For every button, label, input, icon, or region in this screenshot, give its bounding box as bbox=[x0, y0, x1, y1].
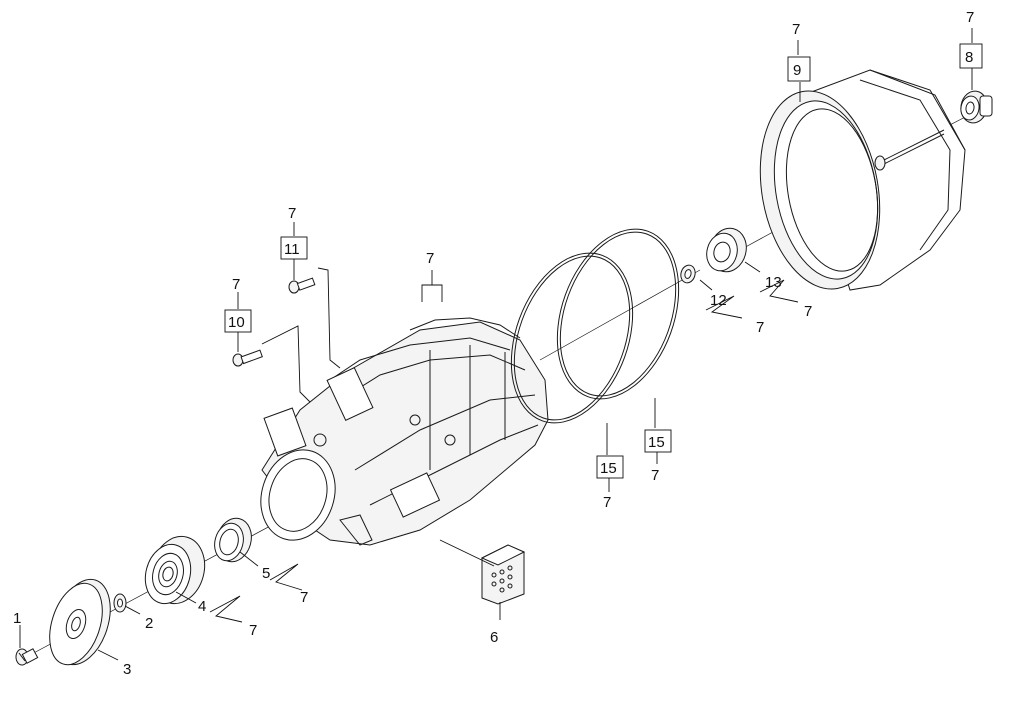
callout-15a: 15 bbox=[600, 460, 617, 477]
o-ring-part-15b bbox=[556, 228, 680, 400]
rear-cover-part-9 bbox=[759, 69, 966, 291]
callout-5: 5 bbox=[262, 565, 270, 582]
callout-5-sub: 7 bbox=[300, 589, 308, 606]
callout-7-housing: 7 bbox=[426, 250, 434, 267]
callout-4: 4 bbox=[198, 598, 206, 615]
leader-lines bbox=[19, 28, 973, 661]
callout-6: 6 bbox=[490, 629, 498, 646]
callout-13-sub: 7 bbox=[804, 303, 812, 320]
o-ring-part-15a bbox=[510, 252, 634, 424]
callout-12: 12 bbox=[710, 292, 727, 309]
callout-labels: 1 2 3 4 7 5 7 6 7 7 9 7 8 7 11 7 10 12 7… bbox=[13, 9, 974, 678]
callout-8: 8 bbox=[965, 49, 973, 66]
callout-15a-sub: 7 bbox=[603, 494, 611, 511]
screw-part-11 bbox=[288, 277, 316, 294]
callout-10: 10 bbox=[228, 314, 245, 331]
callout-10-top: 7 bbox=[232, 276, 240, 293]
connector-block-part-6 bbox=[480, 544, 526, 605]
callout-12-sub: 7 bbox=[756, 319, 764, 336]
callout-2: 2 bbox=[145, 615, 153, 632]
block-holes bbox=[491, 565, 513, 593]
seal-ring-part-5 bbox=[214, 517, 252, 563]
callout-8-top: 7 bbox=[966, 9, 974, 26]
callout-4-sub: 7 bbox=[249, 622, 257, 639]
washer-part-2 bbox=[113, 593, 127, 613]
bearing-part-13 bbox=[706, 227, 747, 273]
callout-3: 3 bbox=[123, 661, 131, 678]
bearing-part-4 bbox=[144, 535, 206, 605]
cap-part-8 bbox=[960, 90, 993, 124]
reference-boxes bbox=[224, 43, 983, 479]
callout-9-top: 7 bbox=[792, 21, 800, 38]
screw-part-10 bbox=[232, 349, 263, 367]
callout-11: 11 bbox=[284, 241, 300, 258]
callout-11-top: 7 bbox=[288, 205, 296, 222]
cover-disk-part-3 bbox=[49, 578, 111, 666]
callout-1: 1 bbox=[13, 610, 21, 627]
callout-15b-sub: 7 bbox=[651, 467, 659, 484]
motor-housing bbox=[260, 317, 549, 546]
small-ring-part-12 bbox=[680, 264, 696, 284]
screw-part-1 bbox=[15, 648, 39, 666]
callout-15b: 15 bbox=[648, 434, 665, 451]
callout-13: 13 bbox=[765, 274, 782, 291]
callout-9: 9 bbox=[793, 62, 801, 79]
